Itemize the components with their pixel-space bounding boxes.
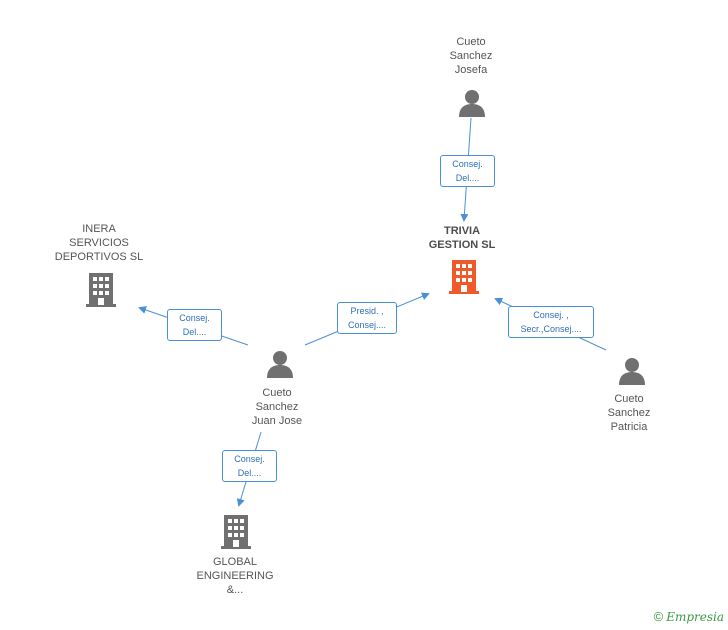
person-icon[interactable]: [266, 350, 294, 378]
company-label-global[interactable]: GLOBAL ENGINEERING &...: [196, 556, 274, 596]
person-label-patricia[interactable]: Cueto Sanchez Patricia: [607, 393, 651, 433]
building-icon[interactable]: [221, 515, 251, 549]
edge-label-josefa-trivia[interactable]: Consej. Del....: [440, 155, 495, 187]
person-icon[interactable]: [618, 357, 646, 385]
person-label-juan-jose[interactable]: Cueto Sanchez Juan Jose: [251, 387, 303, 427]
edge-label-juan-trivia[interactable]: Presid. , Consej....: [337, 302, 397, 334]
company-label-inera[interactable]: INERA SERVICIOS DEPORTIVOS SL: [54, 223, 144, 263]
edge-label-juan-global[interactable]: Consej. Del....: [222, 450, 277, 482]
copyright-symbol: ©: [653, 609, 664, 624]
footer-brand: © Empresia: [654, 609, 724, 624]
edge-label-patricia-trivia[interactable]: Consej. , Secr.,Consej....: [508, 306, 594, 338]
brand-logo[interactable]: Empresia: [666, 609, 724, 624]
building-icon[interactable]: [449, 260, 479, 294]
company-label-trivia[interactable]: TRIVIA GESTION SL: [428, 225, 496, 251]
edge-label-juan-inera[interactable]: Consej. Del....: [167, 309, 222, 341]
person-label-josefa[interactable]: Cueto Sanchez Josefa: [449, 36, 493, 76]
person-icon[interactable]: [458, 89, 486, 117]
building-icon[interactable]: [86, 273, 116, 307]
